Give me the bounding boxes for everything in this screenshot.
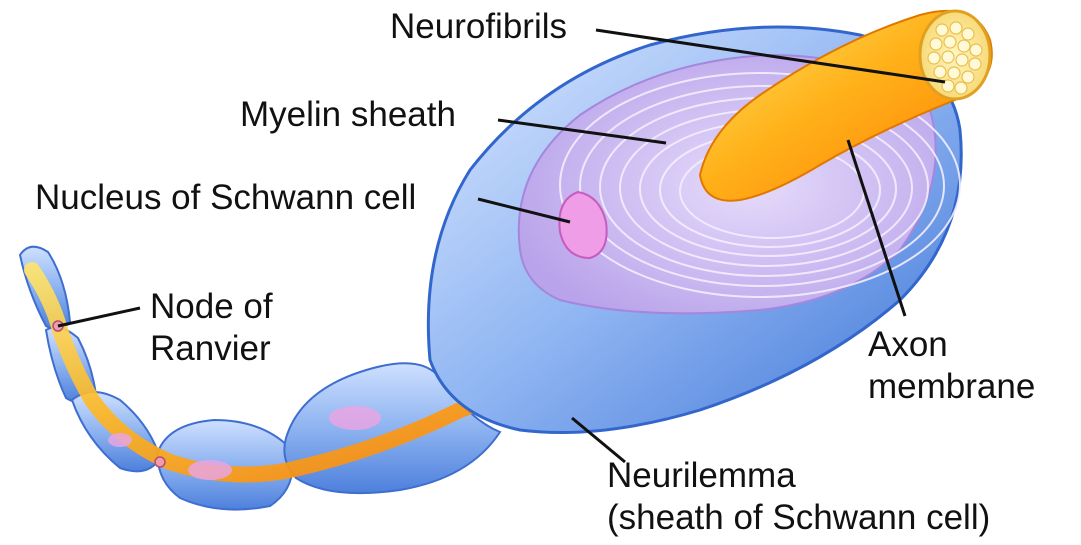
label-axon-line1: Axon [868,324,1035,366]
label-axon-membrane: Axon membrane [868,324,1035,408]
label-axon-line2: membrane [868,366,1035,408]
label-neurofibrils: Neurofibrils [390,6,567,48]
label-nucleus-of-schwann-cell: Nucleus of Schwann cell [35,177,416,219]
label-neurilemma: Neurilemma (sheath of Schwann cell) [607,455,990,539]
label-neurilemma-line2: (sheath of Schwann cell) [607,497,990,539]
label-node-of-ranvier: Node of Ranvier [150,286,273,370]
label-node-line2: Ranvier [150,328,273,370]
label-node-line1: Node of [150,286,273,328]
label-myelin-sheath: Myelin sheath [240,94,456,136]
label-neurilemma-line1: Neurilemma [607,455,990,497]
